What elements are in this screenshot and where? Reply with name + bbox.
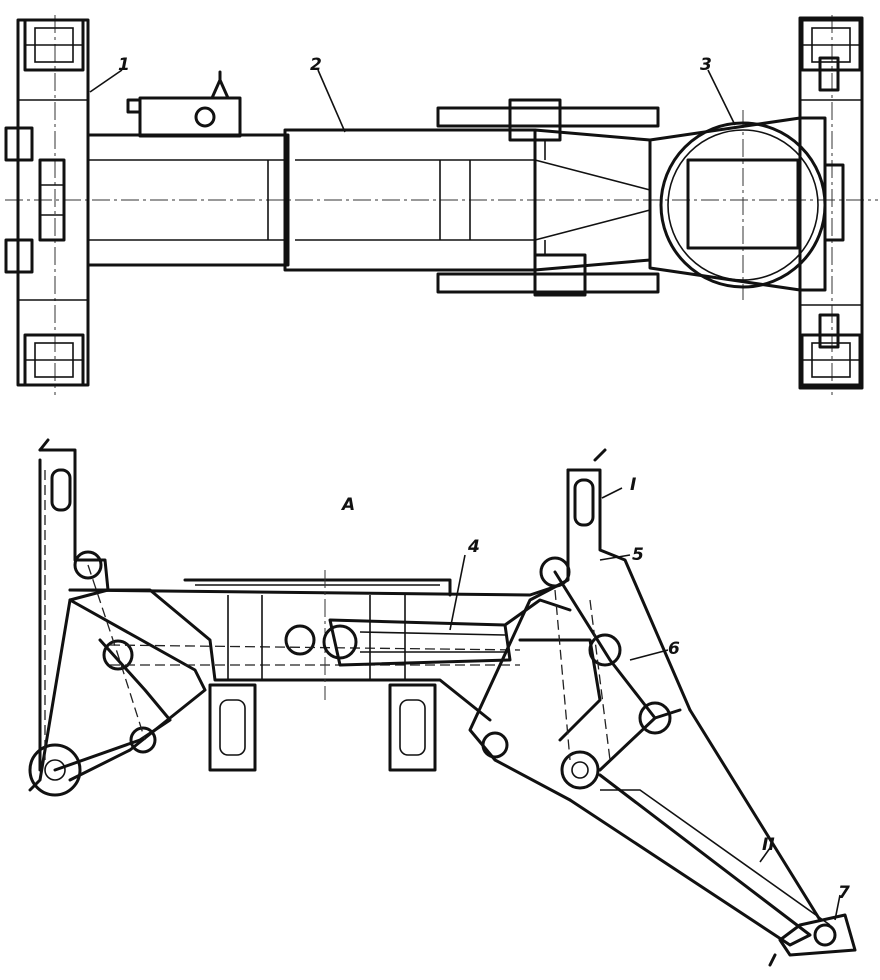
leader-1 (89, 69, 123, 93)
label-part-1: 1 (118, 55, 130, 75)
leader-II (759, 847, 771, 863)
leader-I (601, 487, 623, 499)
elevation-view (28, 438, 857, 967)
left-end-beam (4, 18, 90, 387)
leader-7 (834, 894, 841, 921)
bogies (208, 683, 437, 772)
main-beam (86, 98, 660, 297)
right-end-beam (798, 16, 864, 390)
leader-3 (707, 69, 736, 126)
label-part-6: 6 (668, 639, 680, 659)
right-column (468, 448, 692, 802)
lower-arm (568, 708, 857, 967)
label-view-a: A (340, 495, 355, 515)
leader-6 (629, 649, 669, 661)
leader-5 (599, 554, 631, 561)
label-part-5: 5 (632, 545, 644, 565)
hoist-motor (126, 70, 242, 138)
label-section-II: II (762, 835, 775, 855)
label-part-4: 4 (467, 537, 480, 557)
label-part-2: 2 (310, 55, 322, 75)
label-section-I: I (630, 475, 636, 495)
leader-4 (449, 554, 466, 631)
left-column (28, 438, 110, 797)
label-part-3: 3 (700, 55, 712, 75)
label-part-7: 7 (838, 883, 850, 903)
hydraulic-cylinder (322, 598, 572, 667)
leader-2 (317, 69, 346, 133)
plan-view (4, 15, 878, 395)
